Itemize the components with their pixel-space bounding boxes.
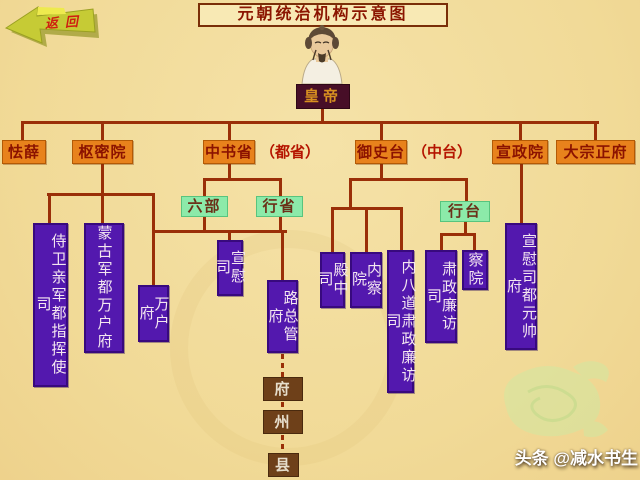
node-zhongshusheng: 中书省 (203, 140, 255, 164)
page-title: 元朝统治机构示意图 (198, 3, 448, 27)
node-fu: 府 (263, 377, 303, 401)
connector-line (48, 196, 51, 223)
connector-line (203, 217, 206, 230)
back-arrow-highlight (37, 7, 66, 15)
connector-line (47, 193, 155, 196)
note-zhongtai: （中台） (411, 143, 472, 161)
node-qiexue: 怯薛 (2, 140, 46, 164)
connector-line (152, 230, 287, 233)
connector-line (464, 222, 467, 233)
node-menggujun-wanhufu: 蒙古军都万户府 (84, 223, 124, 353)
emperor-portrait (301, 24, 343, 84)
node-yushitai: 御史台 (355, 140, 407, 164)
node-dianzhongsi: 殿中司 (317, 252, 349, 308)
node-xuanzhengyuan: 宣政院 (492, 140, 548, 164)
connector-line (101, 164, 104, 193)
connector-line (519, 124, 522, 140)
connector-line-dashed (281, 435, 284, 453)
connector-line (21, 121, 599, 124)
connector-line (520, 164, 523, 223)
connector-line (440, 233, 476, 236)
node-xian: 县 (268, 453, 299, 477)
connector-line (21, 124, 24, 140)
watermark: 头条 @减水书生 (514, 449, 638, 468)
node-liubu: 六部 (181, 196, 228, 217)
note-dusheng: （都省） (259, 143, 320, 161)
connector-line (365, 210, 368, 252)
node-xingsheng: 行省 (256, 196, 303, 217)
connector-line (101, 196, 104, 223)
node-wanhufu: 万户府 (138, 285, 170, 342)
connector-line (228, 124, 231, 140)
node-xuanweisi: 宣慰司 (214, 240, 246, 296)
node-xingtai: 行台 (440, 201, 490, 222)
connector-line (473, 236, 476, 250)
connector-line (331, 207, 403, 210)
connector-line (279, 217, 282, 230)
connector-line (279, 181, 282, 196)
connector-line (400, 210, 403, 250)
connector-line (349, 181, 352, 207)
node-suzheng-lianfangsi: 肃政廉访司 (425, 250, 457, 343)
node-zhou: 州 (263, 410, 303, 434)
connector-line (594, 124, 597, 140)
connector-line (152, 196, 155, 285)
node-dazongzhengfu: 大宗正府 (556, 140, 635, 164)
connector-line (349, 178, 468, 181)
node-neichayuan: 内察院 (350, 252, 382, 308)
connector-line (203, 178, 282, 181)
connector-line (101, 124, 104, 140)
node-xuanweisi-yuanshuaifu: 宣慰司都元帅府 (505, 223, 537, 350)
connector-line (465, 181, 468, 201)
node-chayuan: 察院 (462, 250, 488, 290)
connector-line-dashed (281, 402, 284, 410)
dragon-pattern-ornament (504, 361, 609, 438)
node-shumiyuan: 枢密院 (72, 140, 133, 164)
connector-line-dashed (281, 354, 284, 377)
node-emperor: 皇帝 (296, 84, 350, 109)
back-button-label: 返回 (44, 13, 85, 31)
connector-line (321, 109, 324, 123)
node-neibadao: 内八道肃政廉访司 (385, 250, 417, 393)
connector-line (228, 233, 231, 240)
connector-line (281, 233, 284, 280)
connector-line (228, 164, 231, 178)
node-luzongguanfu: 路总管府 (267, 280, 299, 353)
connector-line (203, 181, 206, 196)
connector-line (380, 124, 383, 140)
connector-line (380, 164, 383, 178)
node-shiwei-qinjun: 侍卫亲军都指挥使司 (33, 223, 68, 387)
connector-line (440, 236, 443, 250)
back-button[interactable]: 返回 (2, 2, 100, 48)
connector-line (331, 210, 334, 252)
